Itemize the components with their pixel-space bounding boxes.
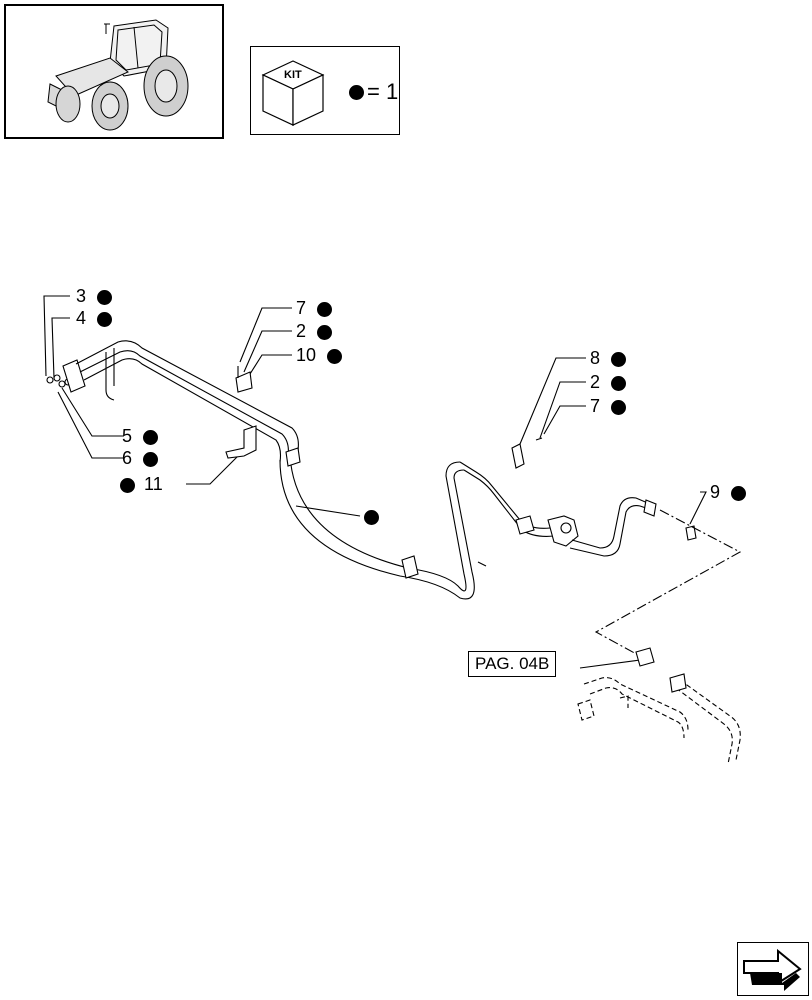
kit-bullet-icon [611, 399, 627, 415]
callout-6: 6 [122, 448, 159, 468]
kit-bullet-icon [143, 451, 159, 467]
callout-8: 8 [590, 348, 627, 368]
tractor-thumbnail-icon [47, 19, 189, 131]
kit-quantity-legend: = 1 [367, 79, 399, 104]
kit-box-icon [261, 60, 325, 126]
kit-bullet-icon [97, 289, 113, 305]
kit-legend-box: KIT = 1 [250, 46, 400, 135]
kit-bullet-icon [364, 509, 379, 525]
kit-bullet-icon [349, 85, 364, 100]
kit-bullet-icon [611, 351, 627, 367]
kit-bullet-icon [97, 311, 113, 327]
callout-number: 5 [122, 426, 133, 446]
callout-11: 11 [120, 475, 163, 493]
kit-bullet-icon [143, 429, 159, 445]
callout-2-right: 2 [590, 372, 627, 392]
kit-bullet-icon [611, 375, 627, 391]
callout-7-right: 7 [590, 396, 627, 416]
next-page-button[interactable] [737, 942, 809, 996]
kit-bullet-icon [327, 348, 343, 364]
page-reference-box[interactable]: PAG. 04B [468, 651, 557, 677]
hose-bullet [364, 507, 379, 525]
callout-5: 5 [122, 426, 159, 446]
kit-bullet-icon [731, 485, 747, 501]
callout-3: 3 [76, 286, 113, 306]
callout-number: 2 [590, 372, 601, 392]
next-page-arrow-icon [743, 948, 802, 991]
callout-4: 4 [76, 308, 113, 328]
callout-number: 7 [590, 396, 601, 416]
callout-number: 8 [590, 348, 601, 368]
callout-7-top: 7 [296, 298, 333, 318]
callout-number: 7 [296, 298, 307, 318]
kit-bullet-icon [317, 301, 333, 317]
callout-number: 11 [144, 474, 163, 494]
callout-number: 3 [76, 286, 87, 306]
callout-number: 10 [296, 345, 317, 365]
callout-number: 6 [122, 448, 133, 468]
callout-9: 9 [710, 482, 747, 502]
callout-10: 10 [296, 345, 343, 365]
callout-2-top: 2 [296, 321, 333, 341]
callout-number: 9 [710, 482, 721, 502]
tractor-thumbnail-frame [4, 4, 224, 139]
kit-bullet-icon [120, 477, 135, 493]
kit-label: KIT [284, 69, 302, 81]
callout-number: 4 [76, 308, 87, 328]
callout-number: 2 [296, 321, 307, 341]
kit-bullet-icon [317, 324, 333, 340]
